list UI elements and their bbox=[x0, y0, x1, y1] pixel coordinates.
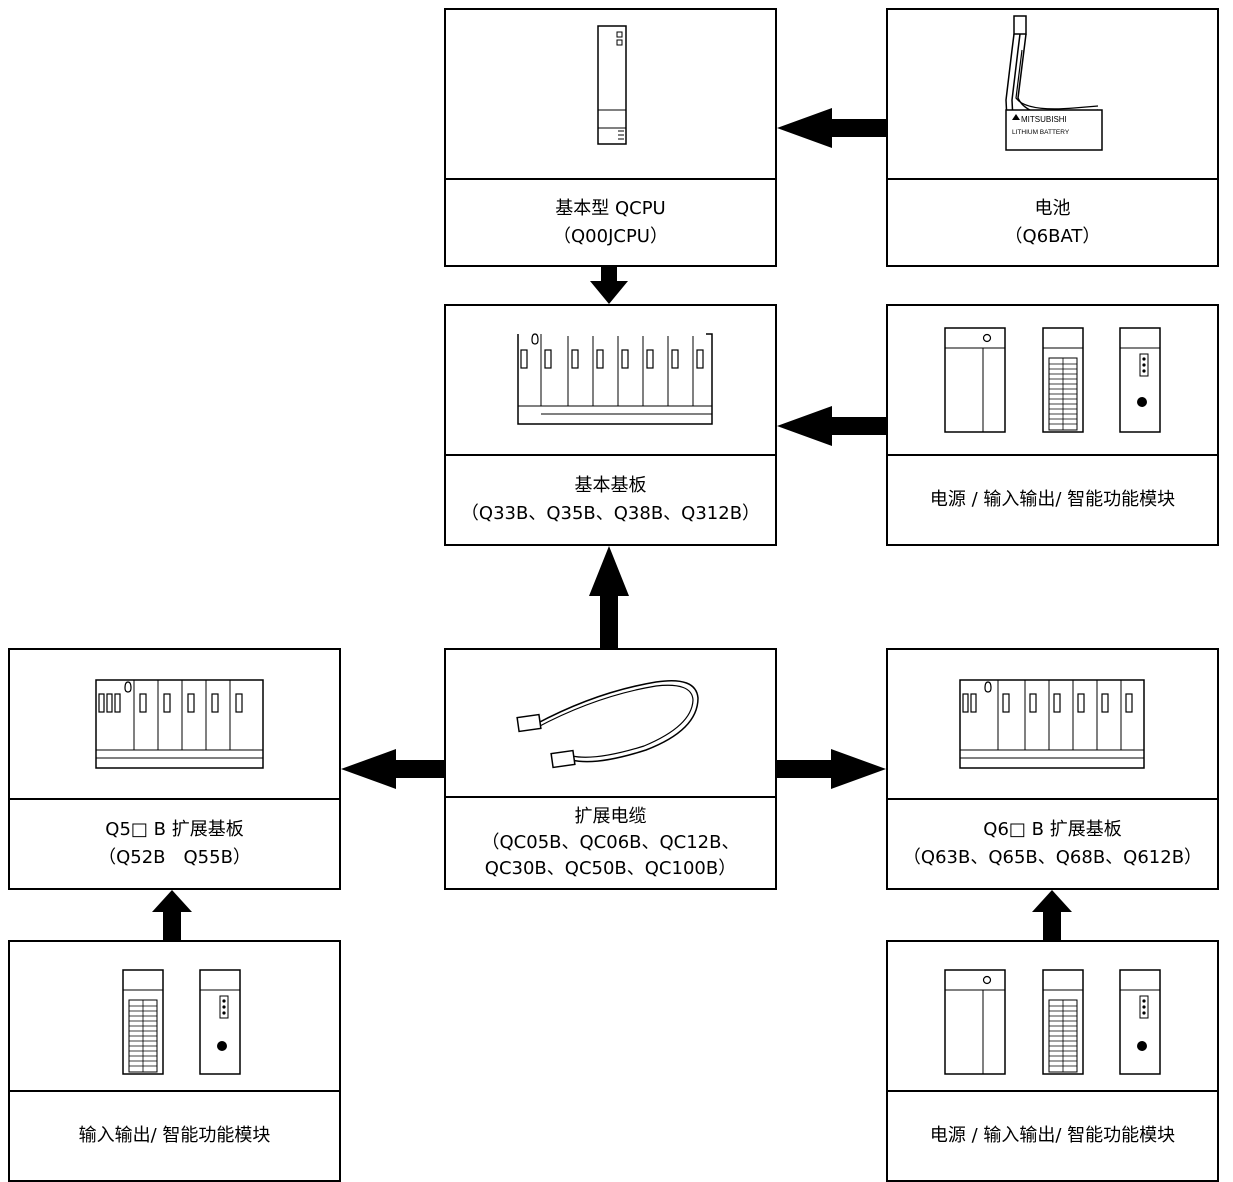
battery-icon: MITSUBISHI LITHIUM BATTERY bbox=[1005, 15, 1103, 151]
extension-cable-title: 扩展电缆 bbox=[574, 806, 647, 827]
extension-cable-subtitle-1: （QC05B、QC06B、QC12B、 bbox=[481, 832, 740, 853]
arrow-cable-to-q6 bbox=[775, 749, 886, 789]
arrow-cable-to-base bbox=[589, 546, 629, 650]
q5-extension-subtitle: （Q52B Q55B） bbox=[98, 847, 251, 868]
arrow-cpu-to-base bbox=[590, 267, 628, 304]
battery-label: LITHIUM BATTERY bbox=[1012, 129, 1070, 136]
cpu-title: 基本型 QCPU bbox=[555, 197, 666, 219]
battery-caption: 电池 （Q6BAT） bbox=[888, 180, 1217, 265]
modules-box-top: 电源 / 输入输出/ 智能功能模块 bbox=[886, 304, 1219, 546]
cpu-box: 基本型 QCPU （Q00JCPU） bbox=[444, 8, 777, 267]
extension-cable-caption: 扩展电缆 （QC05B、QC06B、QC12B、 QC30B、QC50B、QC1… bbox=[446, 798, 775, 888]
q6-extension-base-icon bbox=[959, 679, 1145, 769]
extension-cable-subtitle-2: QC30B、QC50B、QC100B） bbox=[484, 858, 737, 879]
arrow-cable-to-q5 bbox=[341, 749, 446, 789]
battery-image: MITSUBISHI LITHIUM BATTERY bbox=[888, 10, 1217, 180]
extension-cable-icon bbox=[516, 680, 699, 769]
battery-subtitle: （Q6BAT） bbox=[1004, 225, 1101, 247]
battery-brand: MITSUBISHI bbox=[1021, 115, 1067, 124]
battery-box: MITSUBISHI LITHIUM BATTERY 电池 （Q6BAT） bbox=[886, 8, 1219, 267]
modules-title-bottom-left: 输入输出/ 智能功能模块 bbox=[78, 1125, 271, 1146]
q6-extension-box: Q6□ B 扩展基板 （Q63B、Q65B、Q68B、Q612B） bbox=[886, 648, 1219, 890]
power-io-modules-icon bbox=[944, 327, 1161, 433]
modules-image-bottom-left bbox=[10, 942, 339, 1092]
battery-title: 电池 bbox=[1034, 197, 1071, 219]
arrow-io-modules-to-q5 bbox=[152, 890, 192, 942]
arrow-power-modules-to-q6 bbox=[1032, 890, 1072, 942]
modules-caption-top: 电源 / 输入输出/ 智能功能模块 bbox=[888, 456, 1217, 544]
base-board-image bbox=[446, 306, 775, 456]
modules-caption-bottom-left: 输入输出/ 智能功能模块 bbox=[10, 1092, 339, 1180]
q5-extension-base-icon bbox=[95, 679, 264, 769]
modules-title-top: 电源 / 输入输出/ 智能功能模块 bbox=[929, 489, 1176, 510]
cpu-caption: 基本型 QCPU （Q00JCPU） bbox=[446, 180, 775, 265]
q6-extension-caption: Q6□ B 扩展基板 （Q63B、Q65B、Q68B、Q612B） bbox=[888, 800, 1217, 888]
power-io-modules-icon-bottom bbox=[944, 969, 1161, 1075]
q6-extension-image bbox=[888, 650, 1217, 800]
modules-box-bottom-left: 输入输出/ 智能功能模块 bbox=[8, 940, 341, 1182]
cpu-module-icon bbox=[597, 25, 627, 145]
modules-title-bottom-right: 电源 / 输入输出/ 智能功能模块 bbox=[929, 1125, 1176, 1146]
modules-image-bottom-right bbox=[888, 942, 1217, 1092]
q5-extension-title: Q5□ B 扩展基板 bbox=[105, 819, 244, 840]
base-board-caption: 基本基板 （Q33B、Q35B、Q38B、Q312B） bbox=[446, 456, 775, 544]
extension-cable-image bbox=[446, 650, 775, 798]
q5-extension-caption: Q5□ B 扩展基板 （Q52B Q55B） bbox=[10, 800, 339, 888]
base-board-icon bbox=[517, 333, 713, 425]
cpu-subtitle: （Q00JCPU） bbox=[553, 225, 668, 247]
base-board-box: 基本基板 （Q33B、Q35B、Q38B、Q312B） bbox=[444, 304, 777, 546]
arrow-battery-to-cpu bbox=[777, 108, 888, 148]
q5-extension-image bbox=[10, 650, 339, 800]
modules-caption-bottom-right: 电源 / 输入输出/ 智能功能模块 bbox=[888, 1092, 1217, 1180]
modules-image-top bbox=[888, 306, 1217, 456]
q6-extension-subtitle: （Q63B、Q65B、Q68B、Q612B） bbox=[902, 847, 1203, 868]
io-modules-icon bbox=[122, 969, 241, 1075]
base-board-subtitle: （Q33B、Q35B、Q38B、Q312B） bbox=[460, 503, 761, 524]
q5-extension-box: Q5□ B 扩展基板 （Q52B Q55B） bbox=[8, 648, 341, 890]
extension-cable-box: 扩展电缆 （QC05B、QC06B、QC12B、 QC30B、QC50B、QC1… bbox=[444, 648, 777, 890]
modules-box-bottom-right: 电源 / 输入输出/ 智能功能模块 bbox=[886, 940, 1219, 1182]
cpu-image bbox=[446, 10, 775, 180]
base-board-title: 基本基板 bbox=[574, 475, 647, 496]
arrow-modules-to-base bbox=[777, 406, 888, 446]
q6-extension-title: Q6□ B 扩展基板 bbox=[983, 819, 1122, 840]
